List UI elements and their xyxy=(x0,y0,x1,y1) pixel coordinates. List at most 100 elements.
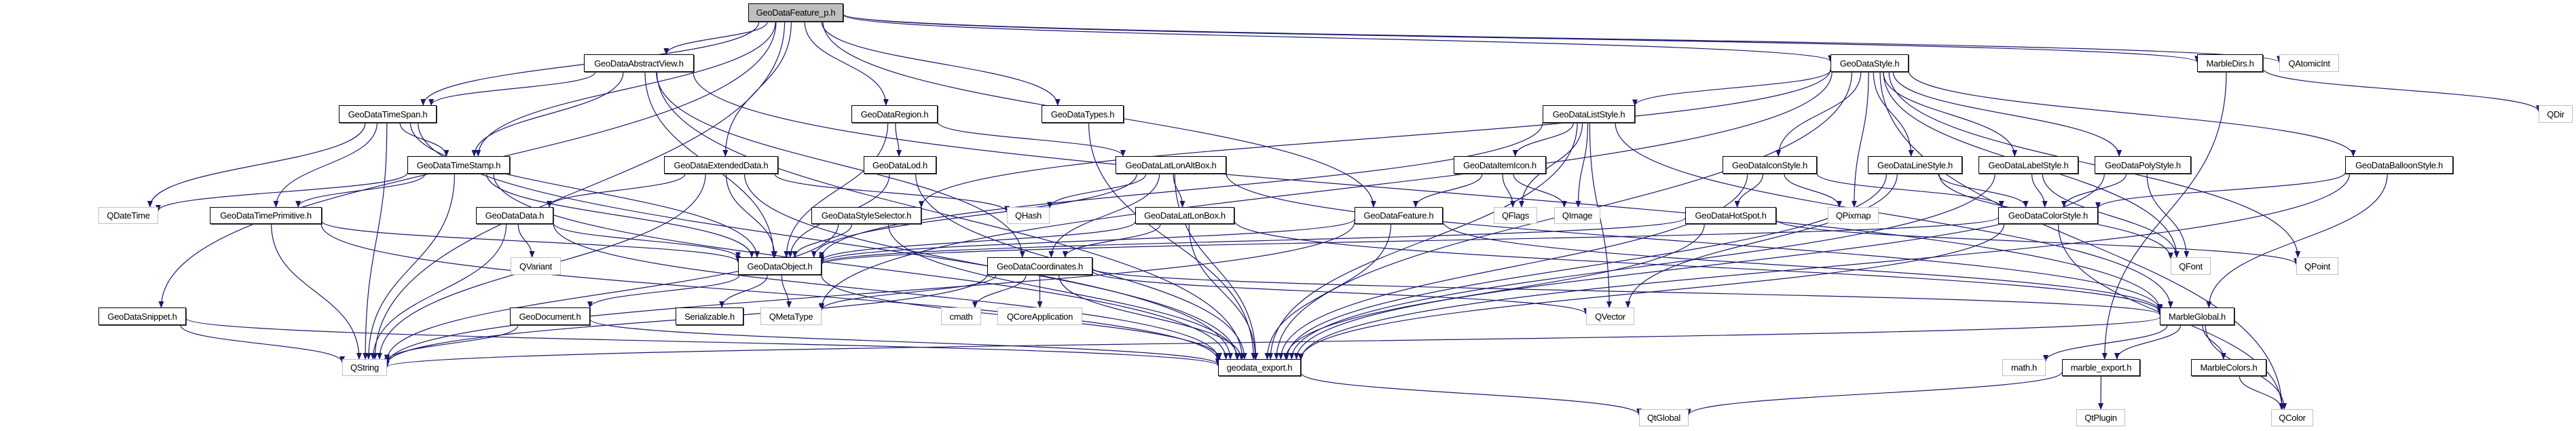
node-geodatafeature-h[interactable]: GeoDataFeature.h xyxy=(1355,207,1443,224)
edge-geodataabstractview-h-to-geodatatimespan-h xyxy=(428,71,596,106)
node-geodataextendeddata-h[interactable]: GeoDataExtendedData.h xyxy=(664,156,778,174)
node-label: MarbleDirs.h xyxy=(2206,58,2254,69)
edge-geodataabstractview-h-to-geodatacoordinates-h xyxy=(656,71,1025,258)
node-marblecolors-h[interactable]: MarbleColors.h xyxy=(2191,359,2266,376)
edge-geodatastyle-h-to-geodatalabelstyle-h xyxy=(1883,71,2018,157)
node-label: GeoDataAbstractView.h xyxy=(594,58,684,69)
node-geodatahotspot-h[interactable]: GeoDataHotSpot.h xyxy=(1685,207,1776,224)
edge-geodatacolorstyle-h-to-geodataobject-h xyxy=(819,217,1999,265)
edge-marbleglobal-h-to-math-h xyxy=(2043,324,2168,362)
edge-geodataitemicon-h-to-qimage xyxy=(1513,173,1567,208)
node-qimage: QImage xyxy=(1554,207,1600,224)
edge-marbledirs-h-to-marble-export-h xyxy=(2101,71,2227,360)
node-serializable-h[interactable]: Serializable.h xyxy=(676,307,743,325)
edge-geodataobject-h-to-geodocument-h xyxy=(587,274,740,309)
edge-geodatastyle-h-to-qcolor xyxy=(1879,71,2285,410)
node-geodata-export-h[interactable]: geodata_export.h xyxy=(1218,359,1301,376)
edge-geodatatimespan-h-to-qstring xyxy=(363,122,388,360)
edge-geodataabstractview-h-to-marbleglobal-h xyxy=(693,71,2163,312)
edge-geodatalinestyle-h-to-qvector xyxy=(1625,173,1898,308)
edge-geodatastyle-h-to-geodataiconstyle-h xyxy=(1775,71,1862,157)
edge-geodatatimespan-h-to-geodataobject-h xyxy=(409,122,760,258)
edge-geodataliststyle-h-to-marbleglobal-h xyxy=(1615,122,2173,308)
edge-geodatalabelstyle-h-to-geodatacolorstyle-h xyxy=(2031,173,2048,208)
node-marbledirs-h[interactable]: MarbleDirs.h xyxy=(2197,54,2263,72)
edge-geodatalatlonbox-h-to-geodatacoordinates-h xyxy=(1062,223,1161,258)
node-label: GeoDataExtendedData.h xyxy=(674,160,769,170)
node-label: GeoDataTimePrimitive.h xyxy=(220,210,312,221)
node-marble-export-h[interactable]: marble_export.h xyxy=(2062,359,2140,376)
node-geodataitemicon-h[interactable]: GeoDataItemIcon.h xyxy=(1454,156,1546,174)
node-geodatatimespan-h[interactable]: GeoDataTimeSpan.h xyxy=(339,105,437,123)
node-geodataobject-h[interactable]: GeoDataObject.h xyxy=(738,257,822,275)
edge-geodataiconstyle-h-to-qpixmap xyxy=(1784,173,1842,208)
node-geodatacoordinates-h[interactable]: GeoDataCoordinates.h xyxy=(987,257,1092,275)
edge-geodatalatlonaltbox-h-to-geodatalatlonbox-h xyxy=(1173,173,1185,208)
edge-geodatalatlonaltbox-h-to-qhash xyxy=(1047,173,1147,209)
edge-geodatastyle-h-to-geodataballoonstyle-h xyxy=(1908,71,2356,157)
node-geodatatypes-h[interactable]: GeoDataTypes.h xyxy=(1042,105,1124,123)
node-label: QFont xyxy=(2179,261,2203,271)
node-geodataliststyle-h[interactable]: GeoDataListStyle.h xyxy=(1543,105,1635,123)
edge-marbleglobal-h-to-qstring xyxy=(384,317,2160,368)
node-geodataregion-h[interactable]: GeoDataRegion.h xyxy=(851,105,938,123)
edge-geodatafeature-h-to-geodata-export-h xyxy=(1264,223,1392,360)
node-label: QPoint xyxy=(2304,261,2330,271)
node-label: GeoDataPolyStyle.h xyxy=(2105,160,2181,170)
node-label: QMetaType xyxy=(769,311,813,322)
node-geodocument-h[interactable]: GeoDocument.h xyxy=(510,307,590,325)
edge-geodataitemicon-h-to-qflags xyxy=(1502,173,1516,208)
node-geodatacolorstyle-h[interactable]: GeoDataColorStyle.h xyxy=(1998,207,2098,224)
node-geodataballoonstyle-h[interactable]: GeoDataBalloonStyle.h xyxy=(2345,156,2453,174)
node-label: GeoDataLatLonBox.h xyxy=(1144,210,1226,221)
edge-geodatahotspot-h-to-geodata-export-h xyxy=(1283,223,1705,360)
edge-geodatafeature-p-h-to-geodataregion-h xyxy=(804,21,889,106)
node-geodatafeature-p-h[interactable]: GeoDataFeature_p.h xyxy=(748,3,843,22)
edge-geodataobject-h-to-serializable-h xyxy=(719,274,768,308)
node-geodatalinestyle-h[interactable]: GeoDataLineStyle.h xyxy=(1868,156,1962,174)
edge-geodataobject-h-to-qmetatype xyxy=(781,274,792,308)
node-geodatastyleselector-h[interactable]: GeoDataStyleSelector.h xyxy=(811,207,921,224)
edge-geodatastyle-h-to-geodatalinestyle-h xyxy=(1873,71,1914,157)
node-geodataabstractview-h[interactable]: GeoDataAbstractView.h xyxy=(584,54,694,72)
edge-geodatafeature-p-h-to-geodatastyle-h xyxy=(843,14,1833,62)
node-qdir: QDir xyxy=(2539,105,2573,123)
node-math-h: math.h xyxy=(2002,359,2046,376)
edge-geodatalatlonaltbox-h-to-geodata-export-h xyxy=(1174,173,1259,360)
node-marbleglobal-h[interactable]: MarbleGlobal.h xyxy=(2160,307,2234,325)
node-label: QDir xyxy=(2547,109,2564,119)
node-label: GeoDataTypes.h xyxy=(1050,109,1115,119)
edge-geodatalinestyle-h-to-geodatacolorstyle-h xyxy=(1938,173,2029,208)
node-geodatalatlonbox-h[interactable]: GeoDataLatLonBox.h xyxy=(1135,207,1234,224)
node-geodataiconstyle-h[interactable]: GeoDataIconStyle.h xyxy=(1723,156,1817,174)
node-geodatalabelstyle-h[interactable]: GeoDataLabelStyle.h xyxy=(1979,156,2078,174)
edge-geodatastyle-h-to-geodataliststyle-h xyxy=(1632,70,1831,107)
edge-geodatasnippet-h-to-geodata-export-h xyxy=(185,318,1221,367)
node-geodatasnippet-h[interactable]: GeoDataSnippet.h xyxy=(98,307,186,325)
edge-geodataballoonstyle-h-to-geodata-export-h xyxy=(1298,173,2350,361)
node-label: GeoDataListStyle.h xyxy=(1552,109,1625,119)
edge-geodatatimeprimitive-h-to-geodata-export-h xyxy=(320,223,1221,362)
node-geodatadata-h[interactable]: GeoDataData.h xyxy=(476,207,553,224)
node-geodatatimeprimitive-h[interactable]: GeoDataTimePrimitive.h xyxy=(210,207,322,224)
edge-geodatacoordinates-h-to-geodata-export-h xyxy=(1059,274,1244,360)
node-geodatatimestamp-h[interactable]: GeoDataTimeStamp.h xyxy=(407,156,510,174)
node-label: QImage xyxy=(1562,210,1593,221)
edge-geodocument-h-to-geodata-export-h xyxy=(589,318,1221,366)
edge-geodatahotspot-h-to-geodataobject-h xyxy=(819,217,1686,265)
node-geodatapolystyle-h[interactable]: GeoDataPolyStyle.h xyxy=(2095,156,2191,174)
edge-geodatatimestamp-h-to-geodata-export-h xyxy=(493,173,1229,360)
node-geodatalatlonaltbox-h[interactable]: GeoDataLatLonAltBox.h xyxy=(1116,156,1226,174)
edge-geodatacoordinates-h-to-cmath xyxy=(972,274,1027,308)
edge-geodatafeature-h-to-geodataobject-h xyxy=(819,219,1355,263)
edge-geodatastyle-h-to-qmetatype xyxy=(819,71,1833,310)
node-geodatalod-h[interactable]: GeoDataLod.h xyxy=(864,156,936,174)
node-label: GeoDataStyleSelector.h xyxy=(821,210,912,221)
node-geodatastyle-h[interactable]: GeoDataStyle.h xyxy=(1830,54,1909,72)
node-label: QString xyxy=(350,362,379,373)
edge-geodataextendeddata-h-to-qhash xyxy=(774,173,1010,213)
edge-geodatafeature-h-to-qstring xyxy=(384,222,1355,365)
edge-geodatatimeprimitive-h-to-qstring xyxy=(271,223,362,360)
node-label: GeoDataIconStyle.h xyxy=(1732,160,1807,170)
